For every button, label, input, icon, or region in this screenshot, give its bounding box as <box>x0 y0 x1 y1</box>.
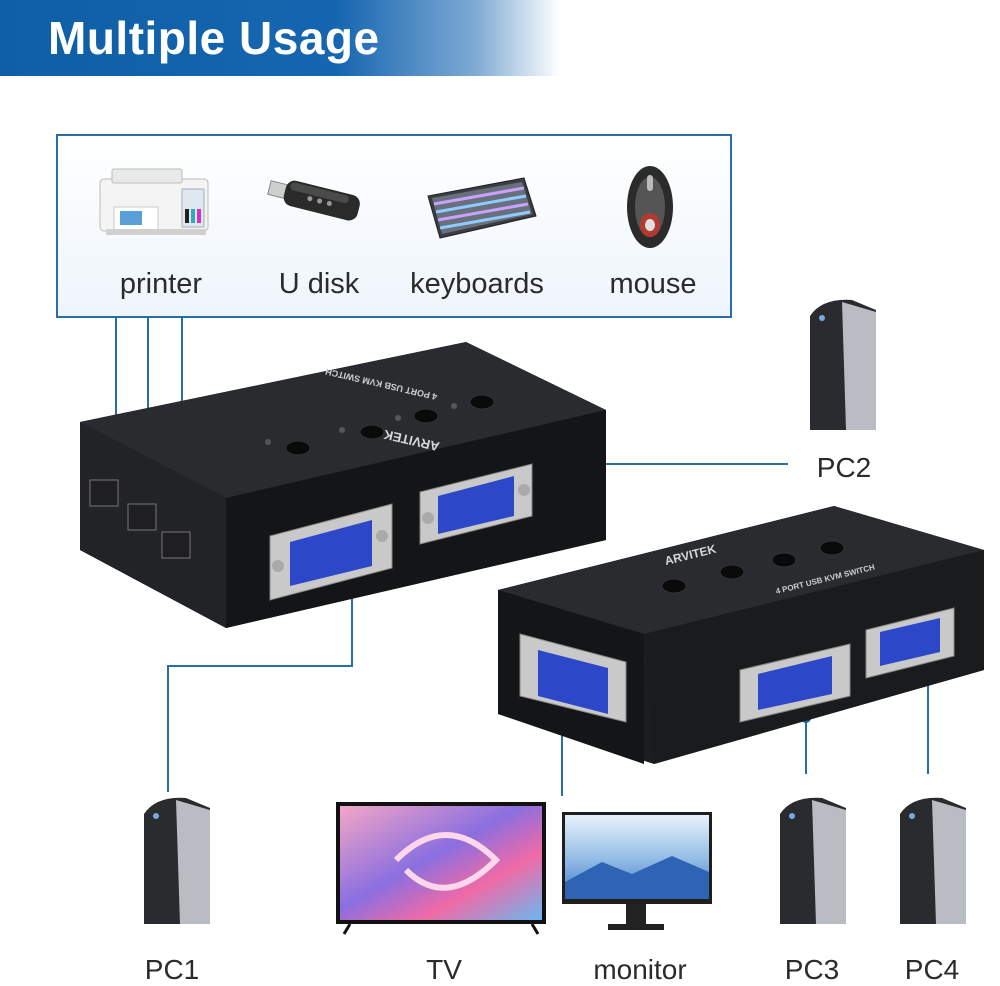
tv-icon <box>336 802 546 935</box>
peripheral-label-mouse: mouse <box>609 268 697 300</box>
pc4-tower-icon <box>900 797 966 924</box>
pc3-tower-icon <box>780 797 846 924</box>
monitor-icon <box>562 812 712 930</box>
device-label-monitor: monitor <box>593 954 687 985</box>
pc1-tower-icon <box>144 797 210 924</box>
pc2-tower-icon <box>810 299 876 430</box>
device-label-pc2: PC2 <box>816 452 872 483</box>
mouse-icon <box>627 166 673 248</box>
keyboard-icon <box>427 177 537 239</box>
page-title: Multiple Usage <box>48 12 380 64</box>
peripheral-label-u-disk: U disk <box>278 268 360 300</box>
peripheral-label-printer: printer <box>119 268 203 300</box>
title-banner <box>0 0 560 76</box>
device-label-pc4: PC4 <box>904 954 960 985</box>
device-label-pc3: PC3 <box>784 954 840 985</box>
usb-disk-icon <box>267 180 360 221</box>
kvm-switch-bottom: ARVITEK 4 PORT USB KVM SWITCH <box>498 506 984 764</box>
device-label-pc1: PC1 <box>144 954 200 985</box>
printer-icon <box>99 168 209 235</box>
kvm-switch-top: ARVITEK 4 PORT USB KVM SWITCH <box>80 342 606 628</box>
device-label-tv: TV <box>426 954 462 985</box>
peripheral-label-keyboards: keyboards <box>410 268 544 300</box>
